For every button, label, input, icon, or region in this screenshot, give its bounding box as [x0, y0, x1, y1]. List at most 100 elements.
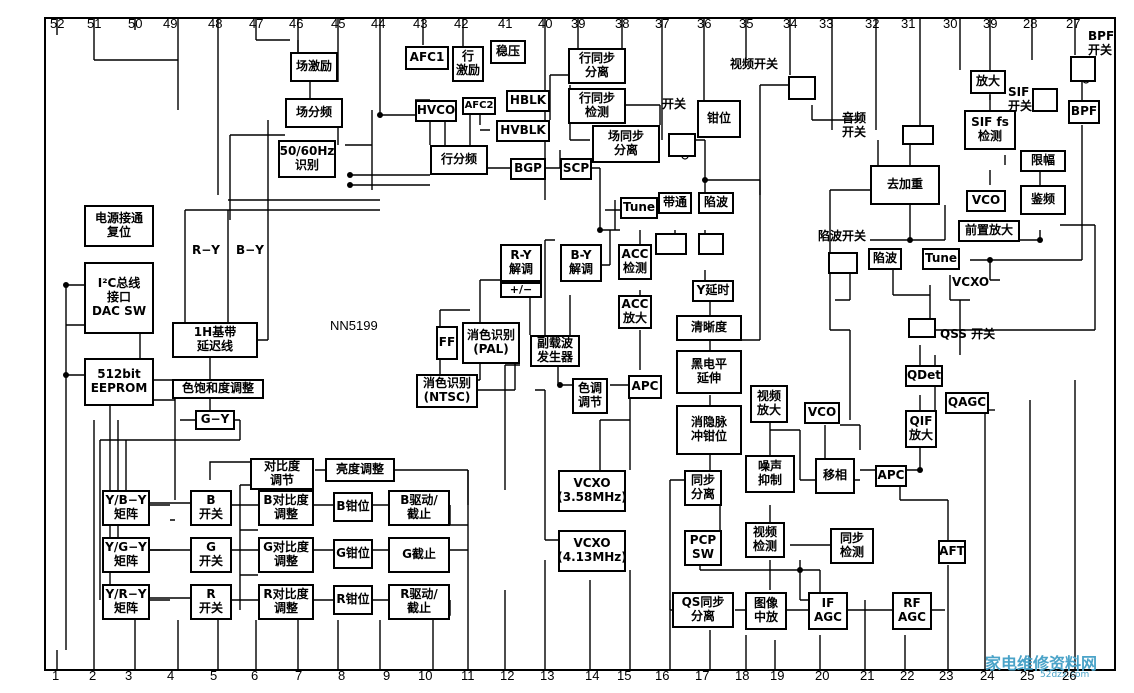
rf-agc-block: RF AGC [892, 592, 932, 630]
pin-top-24: 39 [983, 16, 998, 31]
g-contrast-block: G对比度 调整 [258, 537, 314, 573]
afc2-block: AFC2 [462, 97, 496, 115]
b-drive-block: B驱动/ 截止 [388, 490, 450, 526]
qagc-block: QAGC [945, 392, 989, 414]
yb-matrix-block: Y/B−Y 矩阵 [102, 490, 150, 526]
qss-switch-label: QSS 开关 [940, 327, 996, 341]
yr-matrix-block: Y/R−Y 矩阵 [102, 584, 150, 620]
i2c-interface-block: I²C总线 接口 DAC SW [84, 262, 154, 334]
h-drive-block: 行 激励 [452, 46, 484, 82]
pin-top-5: 48 [208, 16, 223, 31]
subcarrier-block: 副载波 发生器 [530, 335, 580, 367]
power-reset-block: 电源接通 复位 [84, 205, 154, 247]
field-divider-block: 场分频 [285, 98, 343, 128]
pin-top-4: 49 [163, 16, 178, 31]
fm-det-block: 鉴频 [1020, 185, 1066, 215]
pcp-sw-block: PCP SW [684, 530, 722, 566]
by-demod-block: B-Y 解调 [560, 244, 602, 282]
pin-bottom-8: 8 [338, 668, 346, 683]
kill-ntsc-block: 消色识别 (NTSC) [416, 374, 478, 408]
ff-block: FF [436, 326, 458, 360]
b-contrast-block: B对比度 调整 [258, 490, 314, 526]
pin-top-19: 34 [783, 16, 798, 31]
pin-bottom-20: 20 [815, 668, 830, 683]
chip-name: NN5199 [330, 318, 378, 333]
apc1-block: APC [628, 375, 662, 399]
hvblk-block: HVBLK [496, 120, 550, 142]
pin-top-6: 47 [249, 16, 264, 31]
vcxo-358-block: VCXO (3.58MHz) [557, 470, 627, 512]
pin-top-10: 43 [413, 16, 428, 31]
pin-bottom-2: 2 [89, 668, 97, 683]
kill-pal-block: 消色识别 (PAL) [462, 322, 520, 364]
audio-switch [902, 125, 934, 145]
hz-detect-block: 50/60Hz 识别 [278, 140, 336, 178]
pin-bottom-12: 12 [500, 668, 515, 683]
pin-bottom-7: 7 [295, 668, 303, 683]
pin-bottom-6: 6 [251, 668, 259, 683]
pin-bottom-24: 24 [980, 668, 995, 683]
pin-bottom-25: 25 [1020, 668, 1035, 683]
pin-bottom-5: 5 [210, 668, 218, 683]
r-clamp-block: R钳位 [333, 585, 373, 615]
tune1-block: Tune [620, 197, 658, 219]
hblk-block: HBLK [506, 90, 550, 112]
vcxo-413-block: VCXO (4.13MHz) [557, 530, 627, 572]
watermark-url: 52dzx.com [1040, 670, 1090, 680]
trap-switch-2 [828, 252, 858, 274]
g-switch-block: G 开关 [190, 537, 232, 573]
pin-top-8: 45 [331, 16, 346, 31]
deemph-block: 去加重 [870, 165, 940, 205]
noise-block: 噪声 抑制 [745, 455, 795, 493]
by-label: B−Y [236, 243, 264, 257]
amp-block: 放大 [970, 70, 1006, 94]
scp-block: SCP [560, 158, 592, 180]
sharpness-block: 清晰度 [676, 315, 742, 341]
pin-bottom-19: 19 [770, 668, 785, 683]
pm-switch-block: +/− [500, 282, 542, 298]
pin-top-11: 42 [454, 16, 469, 31]
qdet-block: QDet [905, 365, 943, 387]
pin-top-1: 52 [50, 16, 65, 31]
clamp-switch [668, 133, 696, 157]
h-sync-det-block: 行同步 检测 [568, 88, 626, 124]
pin-bottom-10: 10 [418, 668, 433, 683]
pin-top-2: 51 [87, 16, 102, 31]
pin-bottom-9: 9 [383, 668, 391, 683]
g-clamp-block: G钳位 [333, 539, 373, 569]
bgp-block: BGP [510, 158, 546, 180]
img-if-block: 图像 中放 [745, 592, 787, 630]
black-ext-block: 黑电平 延伸 [676, 350, 742, 394]
pin-bottom-15: 15 [617, 668, 632, 683]
pin-top-18: 35 [739, 16, 754, 31]
pin-top-22: 31 [901, 16, 916, 31]
pin-top-17: 36 [697, 16, 712, 31]
r-drive-block: R驱动/ 截止 [388, 584, 450, 620]
hue-block: 色调 调节 [572, 378, 608, 414]
contrast-block: 对比度 调节 [250, 458, 314, 490]
qss-switch [908, 318, 936, 338]
bpf-switch [1070, 56, 1096, 82]
field-drive-block: 场激励 [290, 52, 338, 82]
qs-sync-block: QS同步 分离 [672, 592, 734, 628]
pin-top-26: 27 [1066, 16, 1081, 31]
aft-block: AFT [938, 540, 966, 564]
pin-bottom-26: 26 [1062, 668, 1077, 683]
bpf-switch-label: BPF 开关 [1088, 29, 1115, 57]
pin-bottom-14: 14 [585, 668, 600, 683]
pin-bottom-22: 22 [900, 668, 915, 683]
pin-top-21: 32 [865, 16, 880, 31]
pin-top-15: 38 [615, 16, 630, 31]
eeprom-block: 512bit EEPROM [84, 358, 154, 406]
ry-label: R−Y [192, 243, 220, 257]
sif-switch-label: SIF 开关 [1008, 85, 1033, 113]
pin-top-9: 44 [371, 16, 386, 31]
v-sync-sep-block: 场同步 分离 [592, 125, 660, 163]
afc1-block: AFC1 [405, 46, 449, 70]
pin-top-3: 50 [128, 16, 143, 31]
vco1-block: VCO [804, 402, 840, 424]
bandpass-block: 带通 [658, 192, 692, 214]
pin-top-16: 37 [655, 16, 670, 31]
pin-bottom-3: 3 [125, 668, 133, 683]
regulator-block: 稳压 [490, 40, 526, 64]
